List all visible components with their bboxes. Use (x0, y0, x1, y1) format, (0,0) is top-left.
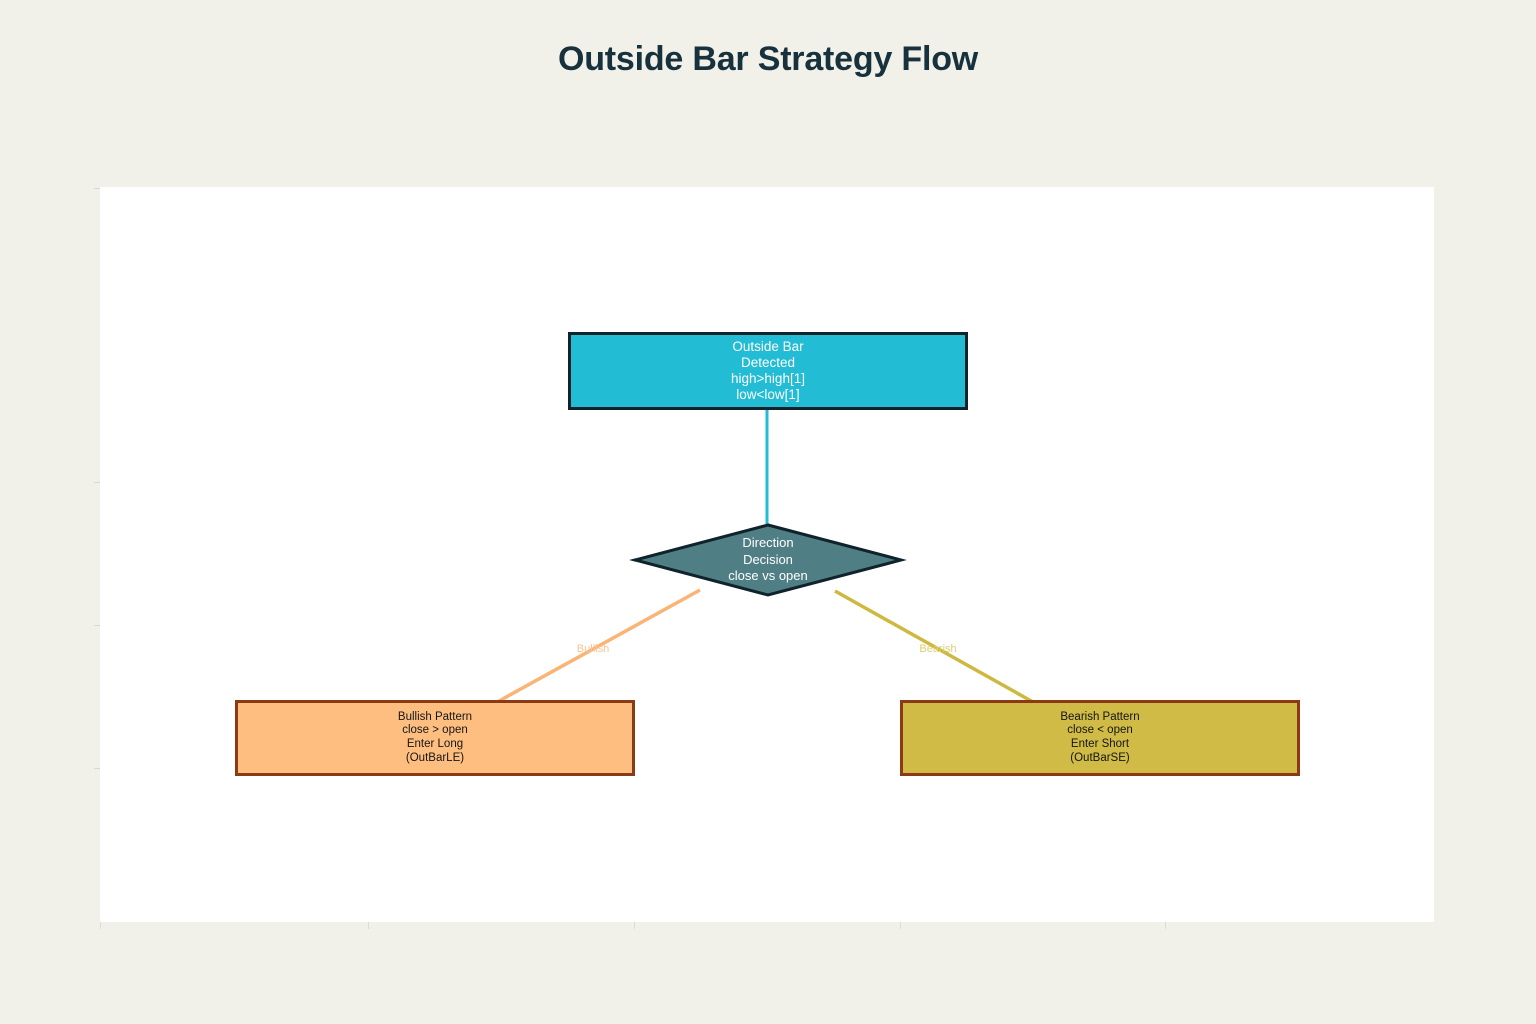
decision-diamond-shape (629, 523, 907, 597)
node-outside-bar-line-2: Detected (740, 355, 796, 371)
node-bullish-line-1: Bullish Pattern (397, 710, 473, 723)
node-bearish-line-2: close < open (1067, 724, 1133, 737)
y-axis-tick (94, 482, 100, 483)
node-bearish-line-3: Enter Short (1070, 738, 1130, 750)
x-axis-tick (634, 922, 635, 929)
node-decision-line-3: close vs open (728, 568, 808, 584)
page-title: Outside Bar Strategy Flow (557, 40, 979, 78)
x-axis-tick (1165, 922, 1166, 929)
x-axis-tick (100, 922, 101, 929)
node-bearish-line-4: (OutBarSE) (1070, 751, 1130, 764)
edge-decision-to-bullish (498, 588, 701, 703)
node-decision-line-2: Decision (743, 551, 793, 567)
y-axis-tick (94, 625, 100, 626)
node-bearish-line-1: Bearish Pattern (1060, 710, 1140, 723)
node-outside-bar-line-3: high>high[1] (731, 371, 805, 386)
node-bearish[interactable]: Bearish Pattern close < open Enter Short… (900, 700, 1300, 776)
node-outside-bar[interactable]: Outside Bar Detected high>high[1] low<lo… (568, 332, 968, 410)
x-axis-tick (368, 922, 369, 929)
node-bullish-line-3: Enter Long (406, 738, 464, 750)
y-axis-tick (94, 188, 100, 189)
edge-decision-to-bearish (834, 589, 1034, 704)
node-decision-text: Direction Decision close vs open (635, 525, 901, 595)
node-bullish-line-2: close > open (402, 724, 468, 737)
edge-label-bearish: Bearish (919, 643, 957, 655)
node-outside-bar-line-1: Outside Bar (732, 339, 804, 355)
node-bullish[interactable]: Bullish Pattern close > open Enter Long … (235, 700, 635, 776)
y-axis-tick (94, 768, 100, 769)
node-bullish-line-4: (OutBarLE) (405, 751, 465, 764)
edge-label-bullish: Bullish (576, 643, 610, 655)
node-outside-bar-line-4: low<low[1] (736, 386, 800, 402)
node-decision-line-1: Direction (742, 535, 794, 551)
node-decision[interactable]: Direction Decision close vs open (635, 525, 901, 595)
x-axis-tick (900, 922, 901, 929)
